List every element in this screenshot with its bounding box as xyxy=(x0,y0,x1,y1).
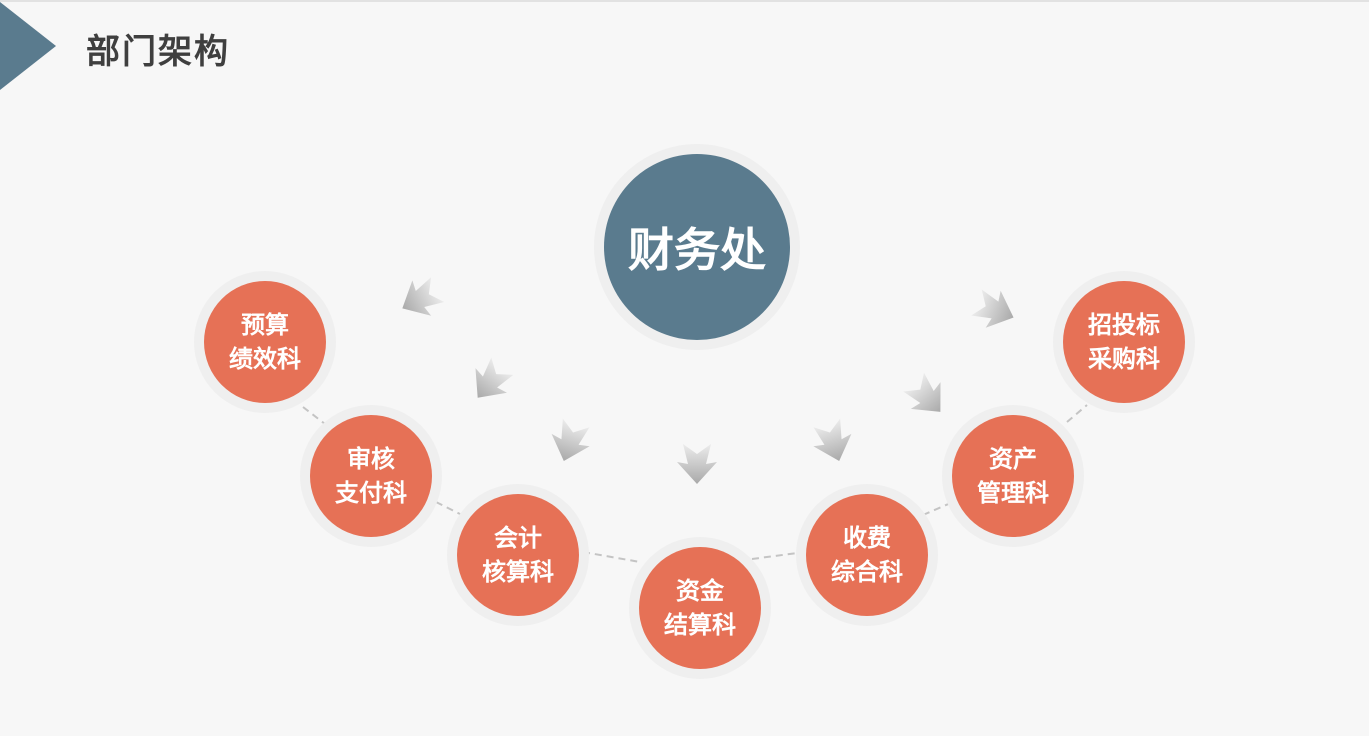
dept-label-line2: 采购科 xyxy=(1088,345,1160,373)
dept-label-line1: 会计 xyxy=(494,524,542,552)
dept-node[interactable]: 审核支付科 xyxy=(310,415,432,537)
dept-label-line2: 绩效科 xyxy=(229,345,301,373)
dashed-connector xyxy=(1066,404,1088,423)
dept-node[interactable]: 会计核算科 xyxy=(457,494,579,616)
dashed-connector xyxy=(582,551,641,563)
dept-label-line2: 综合科 xyxy=(831,558,903,586)
dept-label-line2: 结算科 xyxy=(664,611,736,639)
dept-label-line1: 预算 xyxy=(241,311,289,339)
dept-label-line2: 支付科 xyxy=(335,479,407,507)
dept-node[interactable]: 招投标采购科 xyxy=(1063,281,1185,403)
dept-label-line2: 管理科 xyxy=(977,479,1049,507)
arrow-icon xyxy=(903,372,941,412)
arrow-icon xyxy=(551,418,590,462)
dept-label-line1: 收费 xyxy=(843,524,891,552)
dashed-connector xyxy=(751,551,806,560)
dept-label-line1: 资产 xyxy=(989,445,1037,473)
arrow-icon xyxy=(402,277,445,316)
center-node-finance-office[interactable]: 财务处 xyxy=(604,154,790,340)
dashed-connector xyxy=(435,501,461,515)
center-label: 财务处 xyxy=(628,223,766,277)
arrow-icon xyxy=(677,444,717,484)
dept-label-line1: 资金 xyxy=(676,577,724,605)
dept-label-line1: 审核 xyxy=(347,445,395,473)
arrow-icon xyxy=(813,418,852,462)
dept-label-line1: 招投标 xyxy=(1088,311,1160,339)
dept-node[interactable]: 资产管理科 xyxy=(952,415,1074,537)
dept-node[interactable]: 资金结算科 xyxy=(639,547,761,669)
dept-node[interactable]: 预算绩效科 xyxy=(204,281,326,403)
arrow-icon xyxy=(971,289,1014,328)
dept-label-line2: 核算科 xyxy=(482,558,554,586)
title-marker-icon xyxy=(0,2,56,90)
page-title: 部门架构 xyxy=(86,32,230,72)
arrow-icon xyxy=(475,357,514,398)
dashed-connector xyxy=(302,406,326,425)
dept-node[interactable]: 收费综合科 xyxy=(806,494,928,616)
